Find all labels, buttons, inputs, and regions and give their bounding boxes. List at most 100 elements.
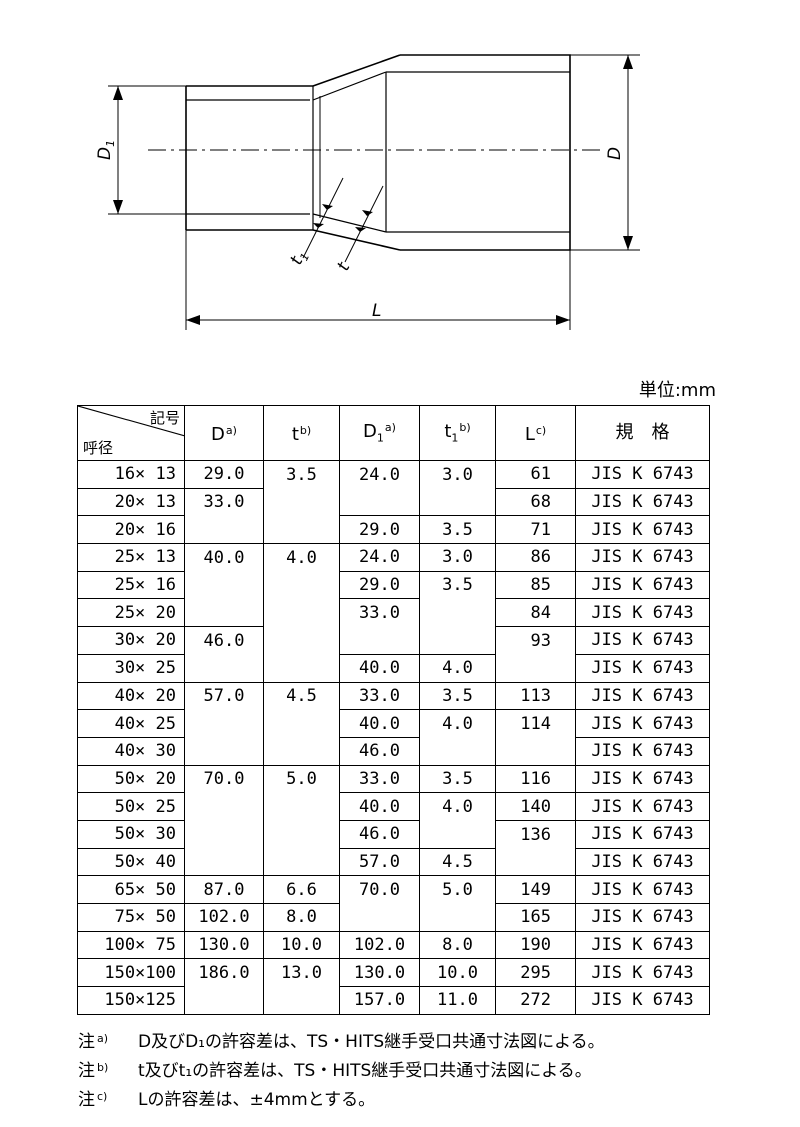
header-cell: t1b)	[419, 405, 496, 461]
table-cell: 4.0	[263, 543, 340, 572]
table-cell: 50× 20	[77, 764, 185, 794]
table-cell: 40.0	[339, 709, 420, 738]
large-socket-inner	[386, 71, 570, 233]
table-cell: 6.6	[263, 875, 340, 904]
note-text: Lの許容差は、±4mmとする。	[138, 1090, 376, 1110]
table-cell: 57.0	[184, 681, 264, 710]
table-cell: 71	[495, 515, 576, 545]
taper-outline	[312, 54, 401, 251]
table-cell	[263, 488, 340, 516]
table-cell: 29.0	[339, 515, 420, 545]
table-cell: 16× 13	[77, 460, 185, 489]
table-cell	[339, 903, 420, 932]
table-cell: 5.0	[263, 764, 340, 793]
table-cell	[184, 598, 264, 628]
table-cell: 40.0	[339, 653, 420, 683]
table-cell: 10.0	[263, 930, 340, 960]
header-cell: tb)	[263, 405, 340, 461]
table-cell: 8.0	[263, 903, 340, 932]
table-cell	[419, 488, 496, 517]
table-cell	[495, 654, 576, 683]
table-cell: 116	[495, 764, 576, 794]
table-cell: 24.0	[339, 543, 420, 572]
table-cell: JIS K 6743	[575, 903, 710, 932]
header-symbol: t	[291, 424, 299, 445]
table-cell: 102.0	[339, 930, 420, 960]
table-cell: 5.0	[419, 875, 496, 904]
table-cell: 33.0	[339, 598, 420, 627]
header-cell: D1a)	[339, 405, 420, 461]
table-cell: JIS K 6743	[575, 681, 710, 711]
table-cell: JIS K 6743	[575, 764, 710, 794]
header-note-ref: a)	[384, 420, 396, 434]
note-ref: a)	[97, 1032, 109, 1045]
table-cell: 186.0	[184, 958, 264, 987]
header-symbol: L	[524, 424, 535, 445]
table-cell: JIS K 6743	[575, 653, 710, 683]
header-symbol: 規 格	[615, 422, 670, 443]
table-cell: 140	[495, 792, 576, 821]
table-cell: 61	[495, 460, 576, 489]
table-cell	[419, 737, 496, 766]
table-cell: 70.0	[339, 875, 420, 904]
note-text: D及びD₁の許容差は、TS・HITS継手受口共通寸法図による。	[138, 1032, 605, 1052]
header-cell: 規 格	[575, 405, 710, 461]
table-cell: JIS K 6743	[575, 847, 710, 877]
table-cell: 46.0	[184, 626, 264, 655]
corner-symbol-label: 記号	[149, 409, 180, 427]
header-note-ref: a)	[225, 424, 237, 437]
table-cell: 29.0	[339, 570, 420, 600]
table-cell: 100× 75	[77, 930, 185, 960]
table-cell: 46.0	[339, 736, 420, 766]
table-cell: 3.5	[419, 570, 496, 599]
table-cell	[184, 571, 264, 599]
table-cell: 113	[495, 681, 576, 711]
table-cell: 24.0	[339, 460, 420, 489]
table-cell: 20× 13	[77, 487, 185, 517]
table-cell	[495, 737, 576, 766]
table-cell: 3.0	[419, 460, 496, 489]
table-cell: JIS K 6743	[575, 819, 710, 849]
table-cell: 190	[495, 930, 576, 960]
table-cell: 33.0	[184, 487, 264, 516]
table-cell: JIS K 6743	[575, 460, 710, 489]
table-cell: JIS K 6743	[575, 570, 710, 600]
table-cell: 4.5	[419, 847, 496, 877]
table-cell	[419, 820, 496, 849]
table-cell: 4.5	[263, 681, 340, 710]
table-cell: 11.0	[419, 986, 496, 1015]
large-socket-outline	[400, 54, 571, 251]
corner-size-label: 呼径	[83, 439, 114, 457]
table-cell: JIS K 6743	[575, 736, 710, 766]
table-cell: 130.0	[184, 930, 264, 960]
taper-inner	[312, 71, 387, 233]
table-cell	[419, 598, 496, 627]
table-cell: 40× 20	[77, 681, 185, 711]
note-ref: b)	[97, 1061, 109, 1074]
note-text: t及びt₁の許容差は、TS・HITS継手受口共通寸法図による。	[138, 1061, 592, 1081]
table-cell: 3.5	[263, 460, 340, 489]
table-header-row: 記号 呼径 Da) tb) D1a) t1b) Lc) 規 格	[77, 405, 710, 461]
table-cell: 70.0	[184, 764, 264, 793]
corner-header: 記号 呼径	[77, 405, 185, 461]
table-cell: JIS K 6743	[575, 515, 710, 545]
table-cell	[263, 626, 340, 655]
table-cell: 93	[495, 626, 576, 655]
header-cell: Da)	[184, 405, 264, 461]
table-cell	[263, 820, 340, 849]
table-cell: JIS K 6743	[575, 875, 710, 904]
